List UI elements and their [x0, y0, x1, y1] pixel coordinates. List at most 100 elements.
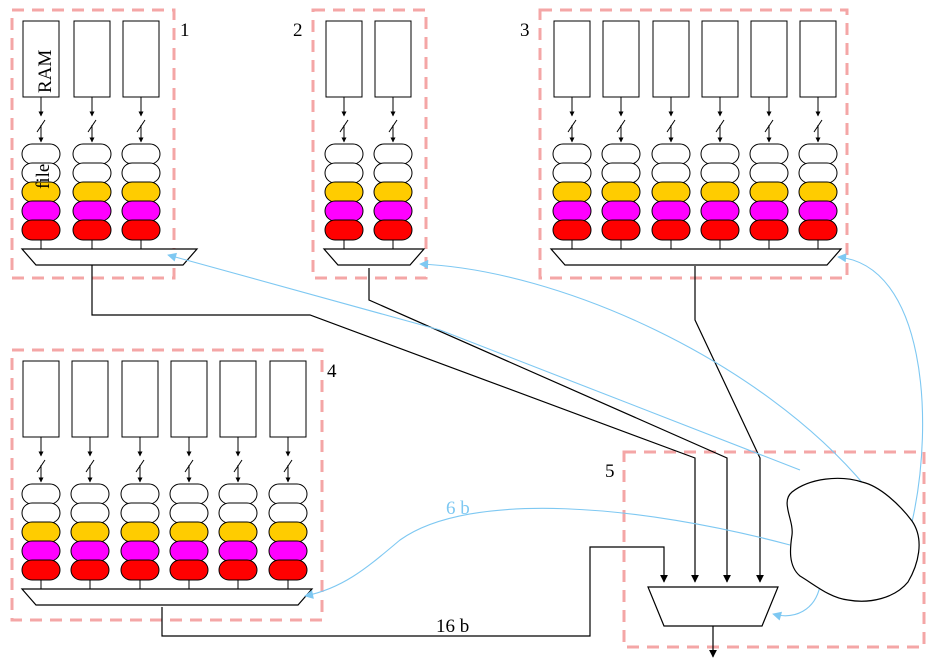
ram-block	[121, 360, 159, 438]
register-stripe-red	[120, 559, 160, 581]
register-stripe-white	[700, 162, 740, 184]
wire-group2-to-mux5	[368, 268, 731, 583]
register-stripe-yellow	[218, 521, 258, 543]
register-stripe-red	[21, 559, 61, 581]
register-stripe-magenta	[169, 540, 209, 562]
register-stripe-white	[120, 502, 160, 524]
register-stripe-white	[552, 143, 592, 165]
register-stripe-white	[324, 162, 364, 184]
column-g1-3	[121, 20, 161, 249]
ram-block	[799, 20, 837, 98]
register-stripe-yellow	[121, 181, 161, 203]
register-stripe-red	[798, 219, 838, 241]
data-wires	[91, 265, 764, 658]
multiplexer-1-icon	[20, 248, 199, 266]
column-g3-4	[700, 20, 740, 249]
group-borders	[10, 8, 926, 649]
register-stripe-white	[70, 502, 110, 524]
register-stripe-magenta	[21, 540, 61, 562]
ram-block	[170, 360, 208, 438]
register-stripe-red	[700, 219, 740, 241]
register-stripe-red	[651, 219, 691, 241]
register-stripe-magenta	[268, 540, 308, 562]
register-stripe-magenta	[373, 200, 413, 222]
multiplexer-5-icon	[647, 586, 779, 627]
register-stripe-white	[373, 162, 413, 184]
ram-block	[325, 20, 363, 98]
register-stripe-white	[700, 143, 740, 165]
column-g1-1	[21, 20, 61, 249]
column-g2-1	[324, 20, 364, 249]
register-stripe-red	[373, 219, 413, 241]
register-stripe-magenta	[749, 200, 789, 222]
group-border-4	[10, 348, 324, 622]
register-stripe-white	[72, 143, 112, 165]
register-stripe-red	[72, 219, 112, 241]
register-stripe-red	[218, 559, 258, 581]
register-stripe-yellow	[651, 181, 691, 203]
wire-group4-to-mux5	[161, 546, 668, 637]
register-stripe-magenta	[120, 540, 160, 562]
register-stripe-yellow	[120, 521, 160, 543]
column-g4-3	[120, 360, 160, 589]
register-stripe-white	[72, 162, 112, 184]
register-stripe-red	[169, 559, 209, 581]
control-to-mux4	[304, 507, 791, 599]
register-stripe-red	[749, 219, 789, 241]
register-stripe-white	[169, 502, 209, 524]
control-to-mux3	[837, 253, 924, 523]
register-stripe-red	[268, 559, 308, 581]
column-g1-2	[72, 20, 112, 249]
ram-block	[219, 360, 257, 438]
register-stripe-yellow	[700, 181, 740, 203]
control-wires	[167, 252, 924, 621]
register-stripe-white	[651, 143, 691, 165]
control-bits-label: 6 b	[446, 498, 470, 519]
register-stripe-magenta	[324, 200, 364, 222]
register-stripe-white	[121, 143, 161, 165]
ram-label: RAM	[35, 50, 56, 93]
register-stripe-magenta	[552, 200, 592, 222]
register-stripe-magenta	[700, 200, 740, 222]
ram-block	[71, 360, 109, 438]
group-label-2: 2	[293, 20, 303, 41]
register-stripe-magenta	[121, 200, 161, 222]
column-g3-5	[749, 20, 789, 249]
register-stripe-white	[70, 483, 110, 505]
controller-blob-icon	[786, 477, 920, 602]
control-to-mux5	[772, 585, 821, 621]
column-g4-4	[169, 360, 209, 589]
group-label-4: 4	[327, 361, 337, 382]
register-stripe-yellow	[169, 521, 209, 543]
register-stripe-yellow	[373, 181, 413, 203]
group-label-3: 3	[520, 20, 530, 41]
column-g3-1	[552, 20, 592, 249]
column-g2-2	[373, 20, 413, 249]
register-stripe-magenta	[798, 200, 838, 222]
ram-block	[602, 20, 640, 98]
register-stripe-yellow	[798, 181, 838, 203]
register-stripe-yellow	[70, 521, 110, 543]
column-g4-2	[70, 360, 110, 589]
ram-block	[701, 20, 739, 98]
register-stripe-magenta	[72, 200, 112, 222]
register-stripe-yellow	[552, 181, 592, 203]
register-stripe-white	[21, 143, 61, 165]
column-g3-6	[798, 20, 838, 249]
register-stripe-red	[552, 219, 592, 241]
wire-group1-to-mux5	[91, 265, 699, 583]
register-stripe-white	[749, 162, 789, 184]
register-stripe-white	[552, 162, 592, 184]
register-stripe-white	[373, 143, 413, 165]
ram-block	[269, 360, 307, 438]
register-stripe-magenta	[21, 200, 61, 222]
register-stripe-magenta	[70, 540, 110, 562]
register-stripe-red	[121, 219, 161, 241]
group-border-5	[622, 450, 926, 649]
multiplexer-2-icon	[322, 248, 426, 266]
group-border-1	[10, 8, 176, 280]
column-g4-1	[21, 360, 61, 589]
multiplexers	[20, 248, 843, 627]
register-stripe-red	[70, 559, 110, 581]
bus-bits-label: 16 b	[436, 616, 469, 637]
